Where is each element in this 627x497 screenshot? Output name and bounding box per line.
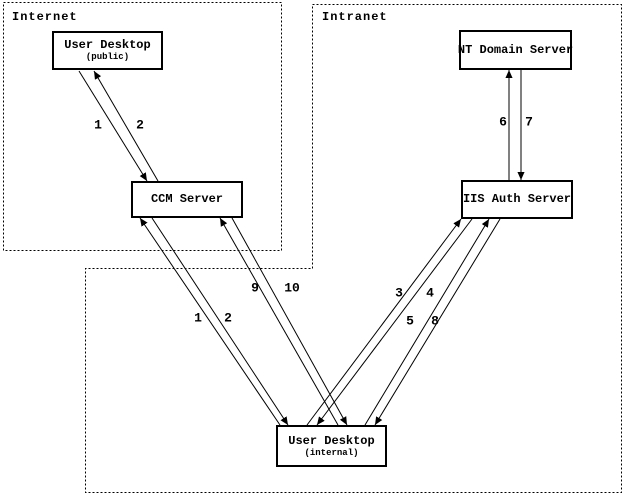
node-user-desktop-internal: User Desktop (internal) xyxy=(276,425,387,467)
edge-label-10: 10 xyxy=(284,280,300,296)
edge-label-1-public: 1 xyxy=(94,117,102,133)
node-title: IIS Auth Server xyxy=(462,192,572,206)
node-title: User Desktop xyxy=(64,38,151,52)
edge-label-2-public: 2 xyxy=(136,117,144,133)
edge-label-4: 4 xyxy=(426,285,434,301)
edge-10-ccm-to-internal-desktop xyxy=(231,217,348,426)
edge-3-internal-desktop-to-iis xyxy=(306,218,462,426)
edge-label-5: 5 xyxy=(406,313,414,329)
node-title: CCM Server xyxy=(150,192,223,206)
node-title: User Desktop xyxy=(288,433,375,448)
internet-zone-border xyxy=(3,2,282,251)
intranet-zone-border xyxy=(85,4,622,493)
node-nt-domain-server: NT Domain Server xyxy=(457,30,574,70)
edge-2-ccm-to-internal-desktop xyxy=(151,217,289,426)
edge-label-3: 3 xyxy=(395,285,403,301)
node-iis-auth-server: IIS Auth Server xyxy=(461,180,573,219)
edge-4-iis-to-internal-desktop xyxy=(316,218,473,426)
node-title: NT Domain Server xyxy=(457,42,574,57)
node-ccm-server: CCM Server xyxy=(131,181,243,218)
edge-9-internal-desktop-to-ccm xyxy=(219,217,339,426)
intranet-zone-label: Intranet xyxy=(322,10,388,24)
node-subtitle: (internal) xyxy=(304,447,359,458)
edge-1-public-desktop-to-ccm xyxy=(78,70,148,182)
edge-label-8: 8 xyxy=(431,313,439,329)
edge-8-iis-to-internal-desktop xyxy=(374,218,501,426)
edge-5-internal-desktop-to-iis xyxy=(364,218,490,426)
edge-label-1-internal: 1 xyxy=(194,310,202,326)
edge-label-6: 6 xyxy=(499,114,507,130)
edge-label-7: 7 xyxy=(525,114,533,130)
edge-1-internal-desktop-to-ccm xyxy=(139,217,281,426)
node-subtitle: (public) xyxy=(85,52,130,62)
internet-zone-label: Internet xyxy=(12,10,78,24)
edge-label-9: 9 xyxy=(251,280,259,296)
edge-label-2-internal: 2 xyxy=(224,310,232,326)
edge-2-ccm-to-public-desktop xyxy=(93,70,159,182)
node-user-desktop-public: User Desktop (public) xyxy=(52,31,163,70)
